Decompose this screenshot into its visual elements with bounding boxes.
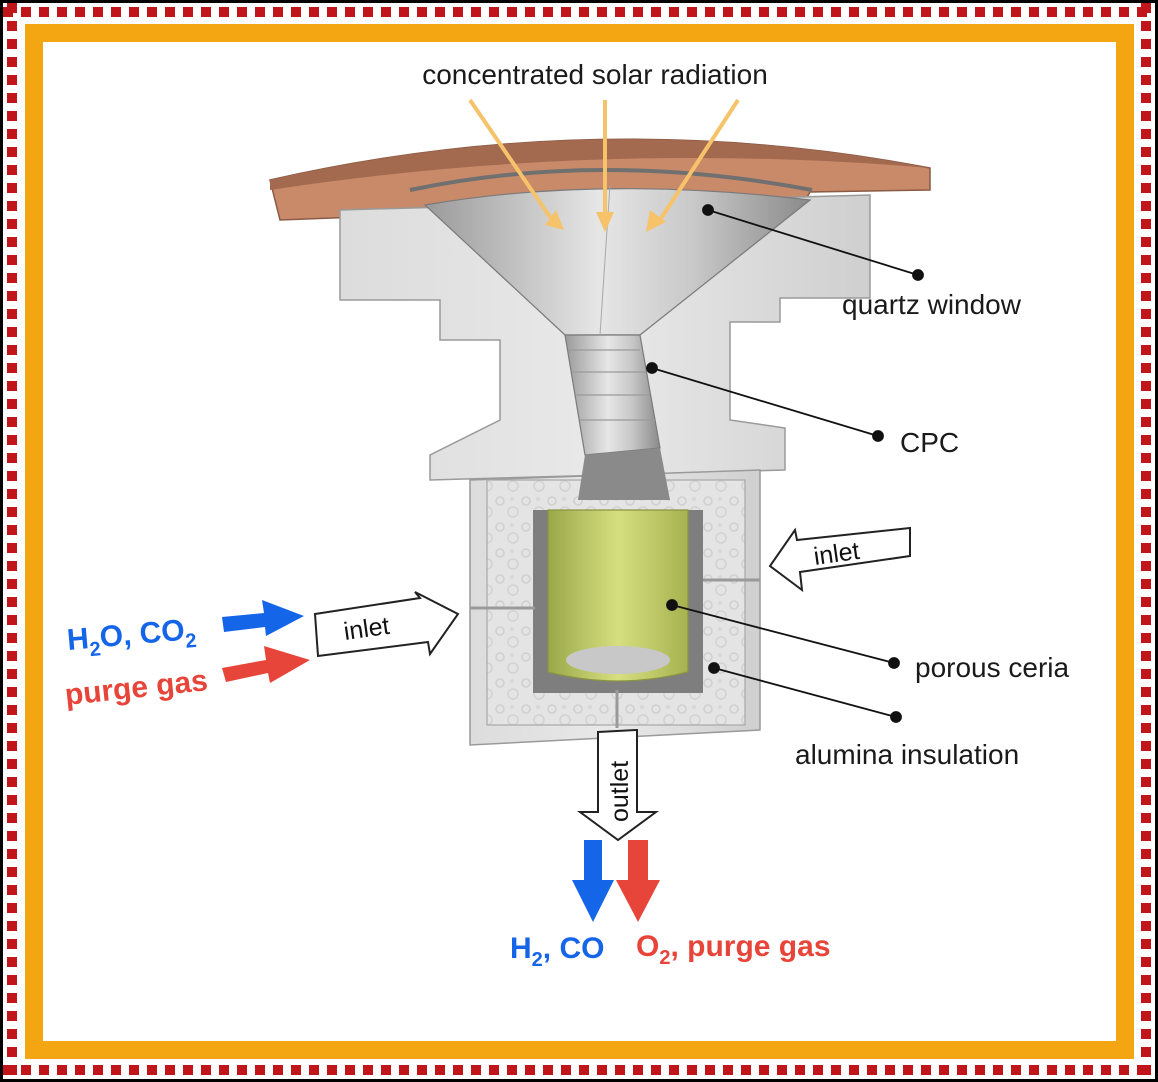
leader-lines <box>646 204 924 723</box>
cpc-label: CPC <box>900 427 959 458</box>
reactant-arrows <box>222 600 310 683</box>
outlet-arrow: outlet <box>576 728 660 842</box>
radiation-label: concentrated solar radiation <box>422 59 768 90</box>
h2-co-label: H2, CO <box>510 932 604 971</box>
quartz-window-label: quartz window <box>842 289 1022 320</box>
porous-ceria-label: porous ceria <box>915 652 1070 683</box>
inlet-arrow-right: inlet <box>768 526 911 593</box>
outlet-label: outlet <box>606 761 634 822</box>
alumina-insulation-label: alumina insulation <box>795 739 1019 770</box>
radiation-arrows <box>468 98 740 232</box>
purge-gas-label: purge gas <box>63 664 209 712</box>
porous-ceria-cylinder <box>547 509 689 682</box>
o2-purge-label: O2, purge gas <box>636 930 831 969</box>
product-arrows <box>572 840 660 922</box>
inlet-arrow-left: inlet <box>313 591 460 658</box>
inlet-left-label: inlet <box>342 612 391 646</box>
cpc-funnel <box>423 184 812 500</box>
reactants-label: H2O, CO2 <box>66 613 198 663</box>
inlet-right-label: inlet <box>812 537 861 571</box>
